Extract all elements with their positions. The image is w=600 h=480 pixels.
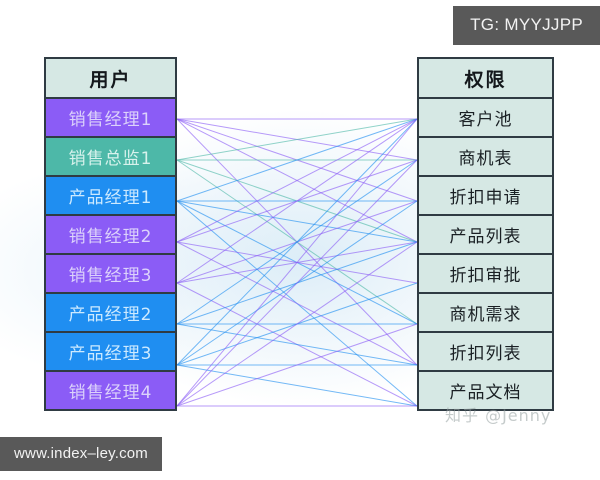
permission-cell[interactable]: 产品文档 [417, 372, 554, 411]
connection-line [176, 200, 418, 243]
connection-line [176, 159, 418, 407]
permissions-column-header: 权限 [417, 57, 554, 99]
connection-line [176, 118, 418, 243]
user-cell[interactable]: 产品经理3 [44, 333, 177, 372]
permissions-cell-list: 客户池商机表折扣申请产品列表折扣审批商机需求折扣列表产品文档 [417, 99, 554, 411]
permissions-column: 权限 客户池商机表折扣申请产品列表折扣审批商机需求折扣列表产品文档 [417, 57, 554, 411]
user-cell[interactable]: 销售经理1 [44, 99, 177, 138]
connection-line [176, 323, 418, 407]
connection-line [176, 241, 418, 366]
user-cell[interactable]: 产品经理1 [44, 177, 177, 216]
permission-cell[interactable]: 客户池 [417, 99, 554, 138]
connection-line [176, 364, 418, 407]
connection-line [176, 118, 418, 407]
connection-line [176, 118, 418, 202]
permission-cell[interactable]: 商机需求 [417, 294, 554, 333]
permission-cell[interactable]: 折扣列表 [417, 333, 554, 372]
user-cell[interactable]: 产品经理2 [44, 294, 177, 333]
permission-cell[interactable]: 商机表 [417, 138, 554, 177]
user-cell[interactable]: 销售经理2 [44, 216, 177, 255]
connection-line [176, 241, 418, 407]
connection-line [176, 118, 418, 161]
permission-cell[interactable]: 产品列表 [417, 216, 554, 255]
user-cell[interactable]: 销售总监1 [44, 138, 177, 177]
permission-cell[interactable]: 折扣审批 [417, 255, 554, 294]
connection-line [176, 118, 418, 284]
tag-badge: TG: MYYJJPP [453, 6, 600, 45]
site-url-badge: www.index–ley.com [0, 437, 163, 471]
user-cell[interactable]: 销售经理4 [44, 372, 177, 411]
connection-line [176, 323, 418, 366]
user-cell[interactable]: 销售经理3 [44, 255, 177, 294]
connection-line [176, 118, 418, 366]
users-column-header: 用户 [44, 57, 177, 99]
permission-cell[interactable]: 折扣申请 [417, 177, 554, 216]
